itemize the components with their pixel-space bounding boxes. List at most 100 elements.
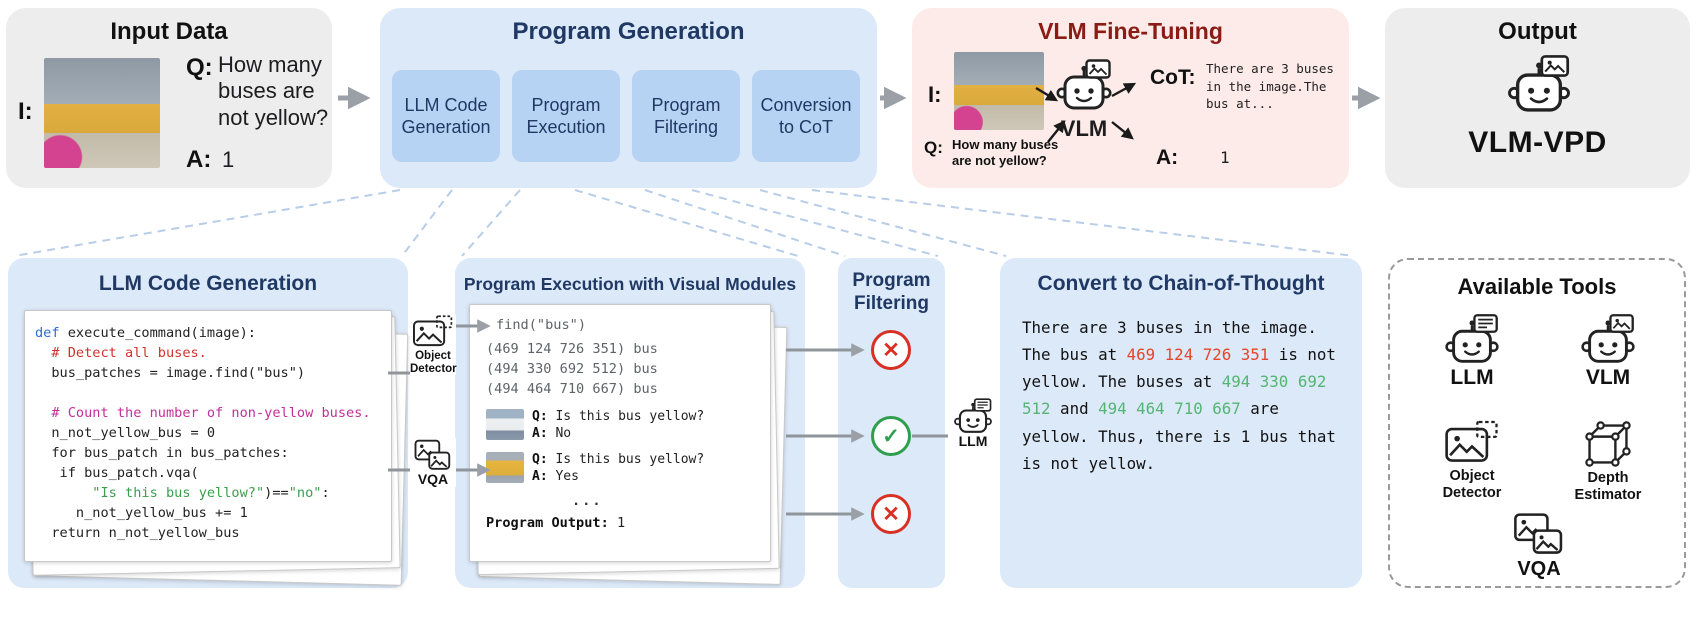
question-label: Q:	[186, 54, 213, 81]
depth-estimator-icon	[1585, 421, 1631, 467]
vlm-vpd-robot-icon	[1503, 54, 1575, 114]
cot-segment: are yellow. Thus, there is 1 bus that is…	[1022, 399, 1336, 473]
step-program-execution: Program Execution	[512, 70, 620, 162]
code-line: n_not_yellow_bus += 1	[35, 503, 381, 523]
tool-depth-estimator: Depth Estimator	[1558, 420, 1658, 503]
execution-card: find("bus") (469 124 726 351) bus (494 3…	[469, 304, 771, 562]
code-token: "no"	[288, 485, 322, 501]
answer-text: 1	[1220, 148, 1230, 167]
cot-bbox-red: 469 124 726 351	[1126, 345, 1270, 365]
available-tools-title: Available Tools	[1457, 274, 1617, 299]
step-label: Conversion to CoT	[760, 94, 852, 138]
answer-label: A:	[1156, 146, 1179, 169]
vlm-icon	[1577, 314, 1639, 364]
cot-preview-text: There are 3 buses in the image.The bus a…	[1206, 61, 1334, 111]
code-token: # Count the number of non-yellow buses.	[35, 405, 371, 421]
vqa-label: VQA	[417, 471, 449, 487]
tool-object-detector: Object Detector	[1422, 420, 1522, 501]
reject-glyph: ✕	[882, 502, 900, 526]
detection-line: (494 464 710 667) bus	[486, 381, 658, 397]
output-title: Output	[1498, 18, 1577, 45]
llm-icon	[1441, 314, 1503, 364]
cot-segment: and	[1050, 399, 1099, 419]
code-generation-title: LLM Code Generation	[98, 272, 318, 295]
object-detector-icon	[1445, 420, 1498, 462]
cot-bbox-green: 494 464 710 667	[1098, 399, 1241, 419]
llm-label: LLM	[958, 433, 988, 449]
llm-module: LLM	[948, 398, 998, 450]
reject-icon: ✕	[871, 494, 911, 534]
step-llm-code-generation: LLM Code Generation	[392, 70, 500, 162]
convert-cot-panel: Convert to Chain-of-Thought There are 3 …	[1000, 258, 1362, 588]
bus-crop-thumbnail	[486, 452, 524, 483]
input-data-panel: Input Data I: Q: How many buses are not …	[6, 8, 332, 188]
cot-segment: There are 3 buses in the image. The bus …	[1022, 318, 1317, 365]
tool-label: Object Detector	[1442, 468, 1502, 501]
code-token	[35, 385, 43, 401]
answer-text: 1	[222, 147, 235, 172]
tool-label: VLM	[1585, 366, 1631, 389]
reject-icon: ✕	[871, 330, 911, 370]
a-text: No	[555, 425, 572, 441]
code-token: )==	[264, 485, 289, 501]
cot-label: CoT:	[1150, 66, 1196, 89]
q-text: Is this bus yellow?	[555, 452, 705, 467]
tool-vqa: VQA	[1489, 512, 1589, 581]
program-generation-title: Program Generation	[512, 18, 745, 45]
a-label: A:	[532, 425, 548, 441]
vqa-check-item: Q: Is this bus yellow? A: Yes	[486, 452, 762, 485]
vqa-module: VQA	[410, 438, 456, 488]
cot-segment: is not yellow. The buses at	[1022, 345, 1336, 392]
code-line: "Is this bus yellow?")=="no":	[35, 483, 381, 503]
code-line	[35, 383, 381, 403]
code-line: n_not_yellow_bus = 0	[35, 423, 381, 443]
output-model-name: VLM-VPD	[1468, 126, 1607, 159]
code-token: bus_patches = image.find("bus")	[35, 365, 306, 381]
code-line: for bus_patch in bus_patches:	[35, 443, 381, 463]
code-generation-panel: LLM Code Generation def execute_command(…	[8, 258, 409, 588]
code-card: def execute_command(image): # Detect all…	[24, 310, 392, 562]
vqa-check-item: Q: Is this bus yellow? A: No	[486, 409, 762, 442]
code-token: # Detect all buses.	[35, 345, 207, 361]
vlm-model-label: VLM	[1060, 116, 1108, 141]
code-line: bus_patches = image.find("bus")	[35, 363, 381, 383]
available-tools-panel: Available Tools LLM VLM Object Detector …	[1388, 258, 1686, 588]
dashed-expansion-lines	[13, 189, 1355, 257]
code-card-stack: def execute_command(image): # Detect all…	[24, 310, 409, 586]
accept-icon: ✓	[871, 416, 911, 456]
step-program-filtering: Program Filtering	[632, 70, 740, 162]
vlm-fine-tuning-title: VLM Fine-Tuning	[1038, 18, 1223, 44]
detection-line: (494 330 692 512) bus	[486, 361, 658, 377]
program-execution-title: Program Execution with Visual Modules	[463, 274, 797, 294]
code-token: def	[35, 325, 68, 341]
step-label: Program Execution	[526, 94, 606, 138]
step-conversion-to-cot: Conversion to CoT	[752, 70, 860, 162]
q-label: Q:	[532, 452, 548, 467]
q-text: Is this bus yellow?	[555, 409, 705, 424]
trace-call: find("bus")	[496, 317, 587, 333]
tool-vlm: VLM	[1558, 314, 1658, 390]
finetune-image	[954, 52, 1044, 130]
answer-label: A:	[186, 146, 212, 173]
output-panel: Output VLM-VPD	[1385, 8, 1690, 188]
cot-bbox-green: 494 330 692 512	[1022, 372, 1327, 419]
code-token: for bus_patch in bus_patches:	[35, 445, 289, 461]
object-detector-icon	[412, 315, 453, 347]
code-token	[35, 485, 92, 501]
reject-glyph: ✕	[882, 338, 900, 362]
tool-label: Depth Estimator	[1574, 470, 1642, 503]
code-line: if bus_patch.vqa(	[35, 463, 381, 483]
code-token: n_not_yellow_bus = 0	[35, 425, 216, 441]
code-token: return n_not_yellow_bus	[35, 525, 240, 541]
program-output-label: Program Output:	[486, 515, 609, 531]
ellipsis: ...	[572, 493, 603, 509]
program-generation-panel: Program Generation LLM Code Generation P…	[380, 8, 877, 188]
image-label: I:	[928, 82, 942, 107]
llm-icon	[951, 398, 995, 434]
a-label: A:	[532, 468, 548, 484]
vqa-icon	[1514, 513, 1563, 554]
image-label: I:	[18, 98, 33, 125]
bus-crop-thumbnail	[486, 409, 524, 440]
question-text: How many buses are not yellow?	[952, 137, 1059, 169]
